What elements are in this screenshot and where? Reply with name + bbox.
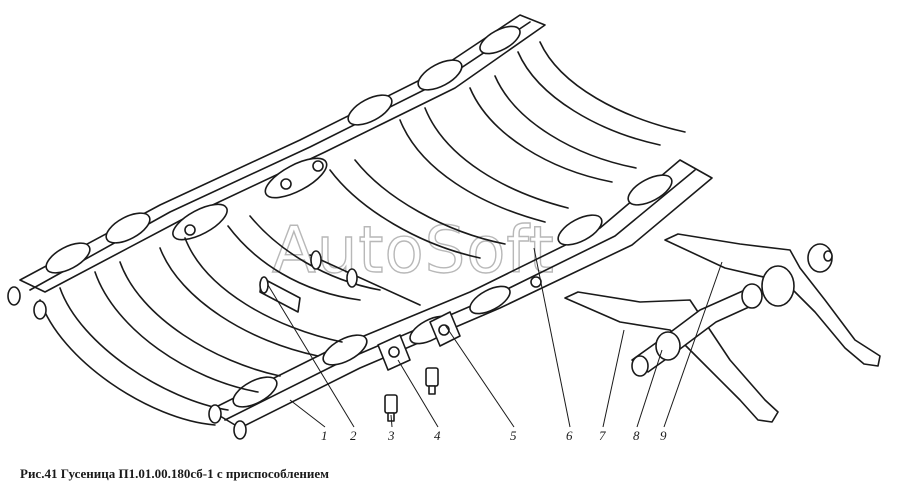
back-rail-links: [45, 25, 521, 274]
end-pins: [7, 286, 247, 440]
track-chain: [7, 14, 713, 440]
track-shoes: [39, 41, 686, 426]
fixture-upper-lever: [664, 233, 881, 367]
watermark: AutoSoft: [272, 214, 555, 288]
leader-lines: [267, 247, 723, 428]
callout-6: 6: [566, 428, 573, 443]
callout-7: 7: [599, 428, 606, 443]
callout-5: 5: [510, 428, 517, 443]
fixture-device: [564, 233, 881, 423]
front-rail-links: [232, 174, 673, 408]
callout-3: 3: [387, 428, 395, 443]
callout-9: 9: [660, 428, 667, 443]
callout-8: 8: [633, 428, 640, 443]
lock-blocks: [377, 311, 461, 371]
figure-caption: Рис.41 Гусеница П1.01.00.180сб-1 с присп…: [20, 466, 329, 481]
callout-2: 2: [350, 428, 357, 443]
callout-numbers: 1 2 3 4 5 6 7 8 9: [321, 428, 667, 443]
callout-1: 1: [321, 428, 328, 443]
callout-4: 4: [434, 428, 441, 443]
bolts: [384, 367, 439, 422]
